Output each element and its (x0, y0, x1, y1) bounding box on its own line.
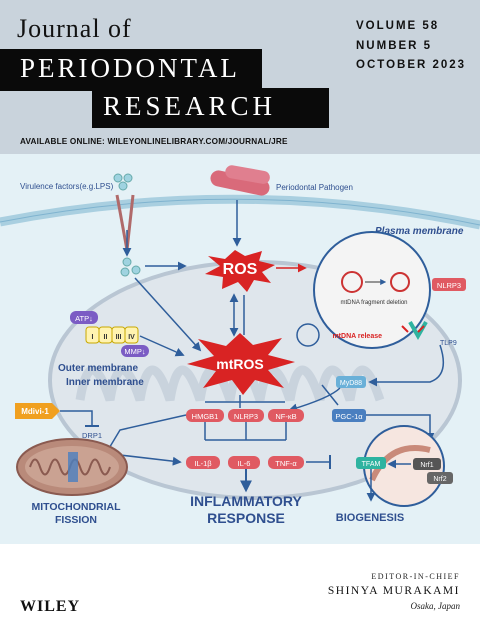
svg-text:HMGB1: HMGB1 (192, 412, 219, 421)
tlr9-icon (401, 321, 428, 341)
nlrp3-top-label: NLRP3 (437, 281, 461, 290)
etc-complexes: I II III IV (85, 326, 139, 344)
svg-text:NF-κB: NF-κB (275, 412, 296, 421)
inflammatory-label-2: RESPONSE (207, 510, 285, 526)
pgc-label: PGC-1α (335, 412, 363, 421)
number-label: NUMBER 5 (356, 40, 433, 52)
lps-receptor-icon (113, 173, 135, 251)
editor-location: Osaka, Japan (410, 601, 461, 611)
inflammatory-label-1: INFLAMMATORY (190, 493, 302, 509)
row1-pills: HMGB1 NLRP3 NF-κB (186, 409, 304, 422)
available-online: AVAILABLE ONLINE: WILEYONLINELIBRARY.COM… (20, 137, 288, 146)
svg-text:NLRP3: NLRP3 (234, 412, 258, 421)
tlp9-label: TLP9 (440, 340, 457, 347)
plasma-membrane-label: Plasma membrane (375, 226, 464, 237)
svg-text:I: I (92, 334, 94, 341)
bacteria-icon (210, 165, 270, 196)
ros-label: ROS (223, 261, 258, 278)
mmp-label: MMP↓ (124, 347, 145, 356)
biogenesis-label: BIOGENESIS (336, 512, 404, 524)
volume-label: VOLUME 58 (356, 20, 440, 32)
journal-prefix: Journal of (17, 14, 132, 43)
myd88-label: MyD88 (340, 380, 362, 387)
mtros-burst (187, 333, 295, 395)
svg-text:IV: IV (128, 334, 135, 341)
row2-pills: IL-1β IL-6 TNF-α (186, 456, 304, 469)
mtdna-release-label: mtDNA release (332, 333, 382, 340)
journal-title-line2: RESEARCH (103, 91, 277, 121)
mtros-label: mtROS (216, 356, 263, 372)
inner-membrane-label: Inner membrane (66, 377, 144, 388)
title-bar-top (0, 49, 262, 91)
pathogen-label: Periodontal Pathogen (276, 183, 353, 192)
ros-burst (205, 250, 275, 292)
footer-band (0, 544, 480, 631)
drp1-label: DRP1 (82, 431, 102, 440)
atp-label: ATP↓ (75, 314, 93, 323)
nrf1-label: Nrf1 (420, 462, 433, 469)
svg-text:III: III (116, 334, 122, 341)
editor-label: EDITOR-IN-CHIEF (371, 572, 460, 581)
lps-particles-icon (120, 257, 141, 277)
outer-membrane-label: Outer membrane (58, 363, 138, 374)
tfam-label: TFAM (362, 461, 381, 468)
nrf2-label: Nrf2 (433, 476, 446, 483)
mitochondrion-icon (16, 438, 128, 496)
mdivi-arrow (15, 403, 60, 419)
date-label: OCTOBER 2023 (356, 59, 467, 71)
fission-label-1: MITOCHONDRIAL (31, 501, 121, 513)
publisher-logo: WILEY (20, 598, 81, 615)
svg-text:TNF-α: TNF-α (275, 459, 297, 468)
virulence-label: Virulence factors(e.g.LPS) (20, 182, 114, 191)
journal-title-line1: PERIODONTAL (20, 53, 240, 83)
title-bar-bottom (92, 88, 329, 128)
editor-name: SHINYA MURAKAMI (327, 585, 460, 597)
mtdna-inset (313, 231, 431, 349)
mdivi-label: Mdivi-1 (21, 407, 49, 416)
svg-text:II: II (104, 334, 108, 341)
cover-illustration: Plasma membrane Virulence factors(e.g.LP… (0, 154, 480, 544)
svg-text:IL-6: IL-6 (238, 459, 251, 468)
fission-label-2: FISSION (55, 514, 97, 526)
svg-text:IL-1β: IL-1β (194, 459, 212, 468)
mtdna-deletion-label: mtDNA fragment deletion (340, 300, 407, 306)
